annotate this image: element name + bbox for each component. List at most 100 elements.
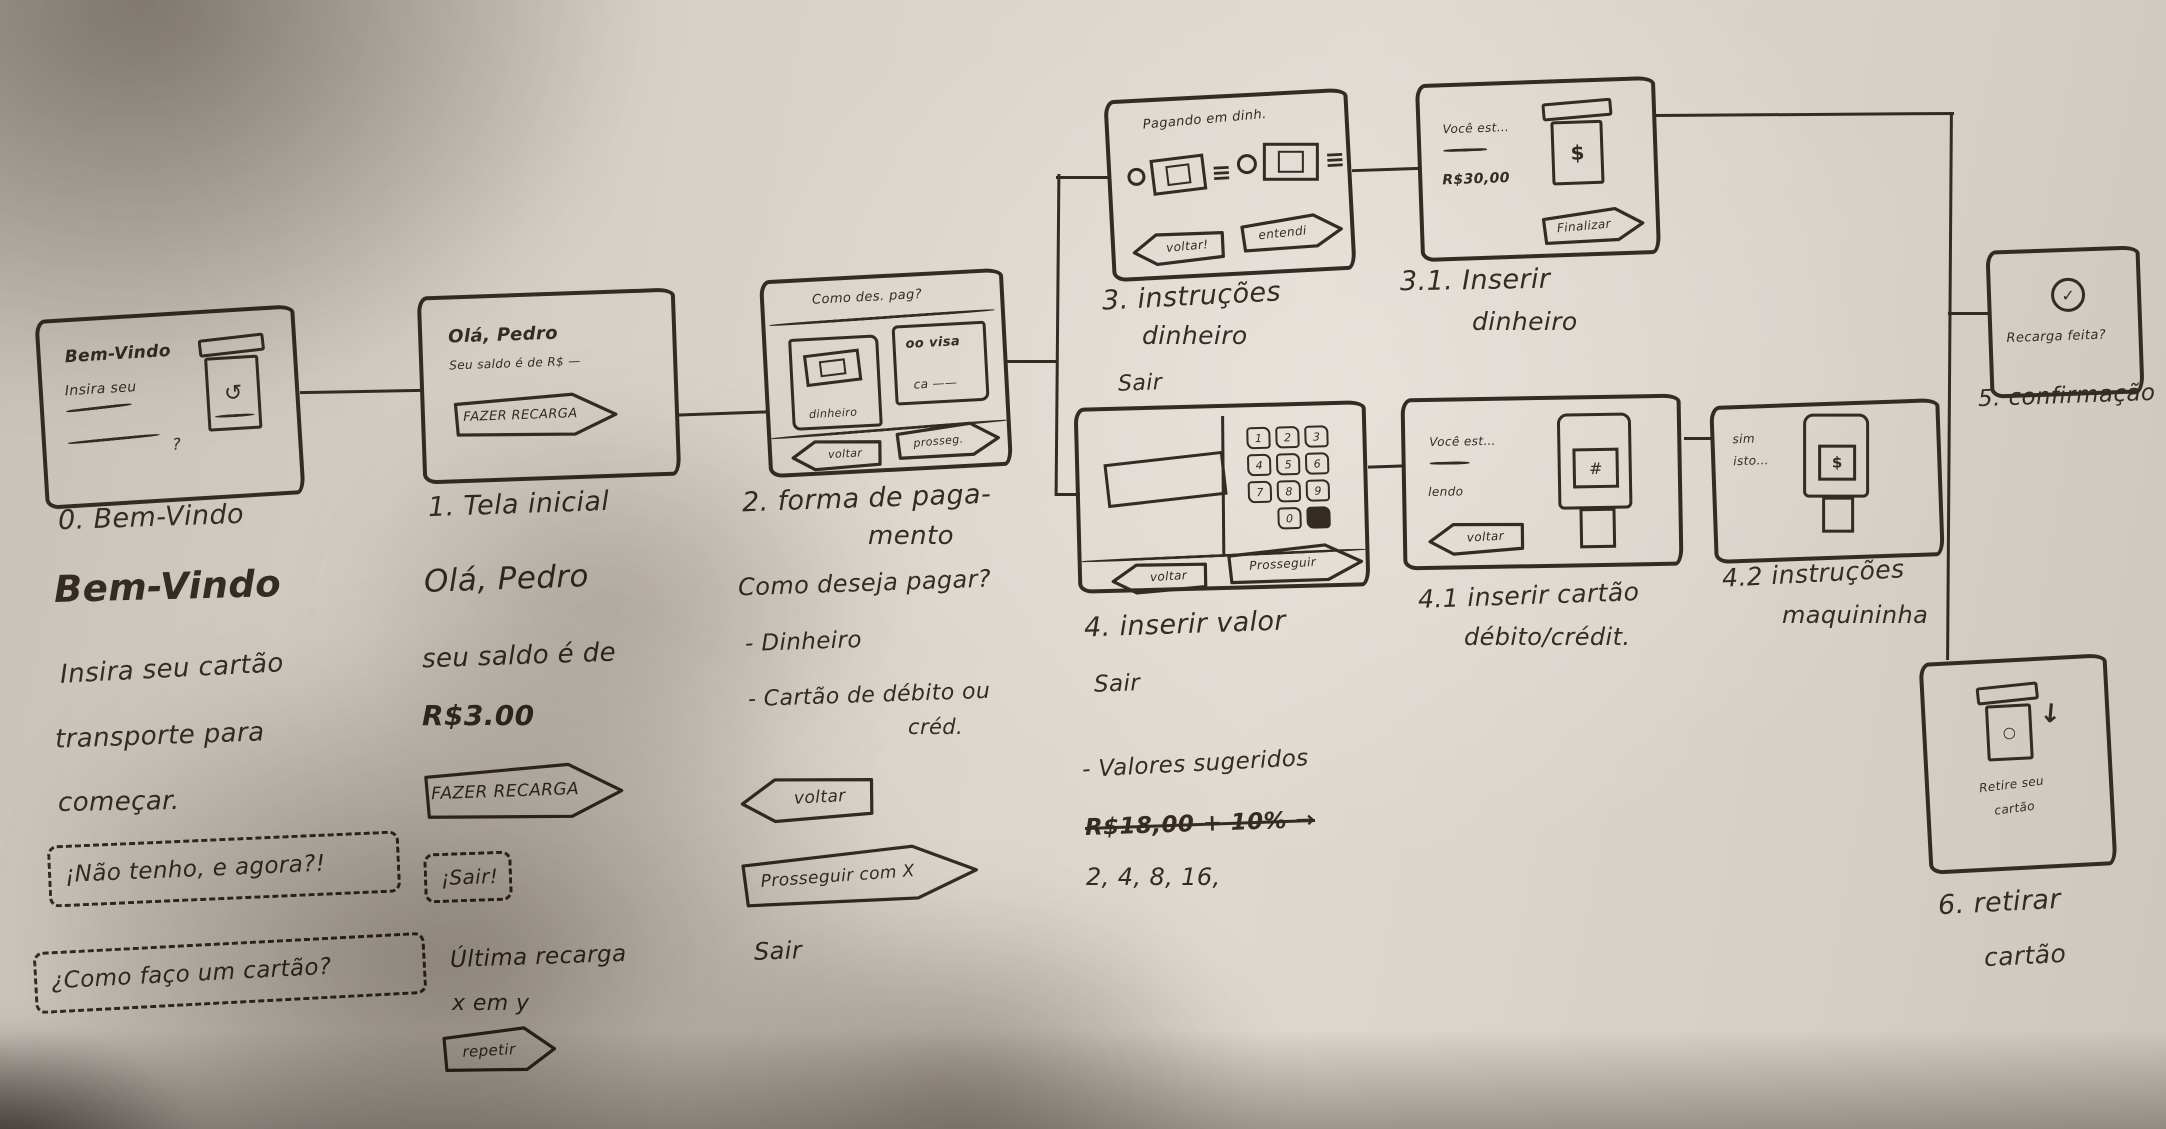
screen-0-question-mark: ? (171, 434, 182, 454)
arrow-button-shape (1130, 227, 1229, 269)
connector-2-junction (1006, 360, 1058, 363)
screen-1-home: Olá, Pedro Seu saldo é de R$ — FAZER REC… (416, 287, 682, 485)
caption-4: 4. inserir valor (1083, 605, 1287, 644)
cash-step-1-icon: ≡ (1126, 153, 1233, 196)
connector-junction-vertical (1054, 173, 1061, 497)
arrow-button-shape (439, 1023, 559, 1077)
caption-41-line2: débito/crédit. (1464, 623, 1631, 651)
card-machine-screen: $ (1818, 444, 1857, 481)
arrow-button-shape (1426, 519, 1528, 558)
caption-31-line1: 3.1. Inserir (1399, 263, 1551, 298)
screen-1-greeting: Olá, Pedro (447, 322, 559, 348)
screen-3-ok-button-label: entendi (1257, 223, 1308, 243)
note-1-recharge-button: FAZER RECARGA (417, 758, 629, 825)
screen-5-confirmation: ✓ Recarga feita? (1985, 245, 2145, 399)
card-machine-icon: $ (1803, 413, 1870, 533)
callout-no-card: ¡Não tenho, e agora?! (46, 830, 402, 908)
arrow-button-shape (1223, 540, 1367, 589)
keypad-key: 9 (1305, 479, 1331, 502)
screen-2-next-button: prosseg. (892, 418, 1003, 463)
screen-4-back-button: voltar (1109, 559, 1211, 597)
screen-4-back-button-label: voltar (1149, 568, 1188, 585)
check-glyph: ✓ (2061, 285, 2076, 305)
keypad-key: 4 (1246, 453, 1272, 477)
lines-icon: ≡ (1210, 157, 1233, 187)
note-4-struck-value: R$18,00 + 10% → (1084, 806, 1316, 842)
connector-1-2 (675, 410, 767, 417)
arrow-button-shape (789, 436, 885, 473)
callout-no-card-text: ¡Não tenho, e agora?! (64, 850, 326, 889)
note-0-line1: Insira seu cartão (59, 648, 285, 690)
screen-41-back-button-label: voltar (1466, 529, 1505, 545)
screen-2-back-button: voltar (789, 436, 885, 473)
note-4-exit: Sair (1093, 670, 1141, 698)
note-1-balance: seu saldo é de (421, 637, 617, 675)
keypad-key-blank (1248, 508, 1273, 531)
card-reader-icon: ↺ (197, 332, 270, 432)
amount-input-field (1103, 450, 1228, 509)
connector-vertical-5 (1948, 312, 1990, 315)
screen-41-insert-card: Você est… lendo # voltar (1400, 393, 1684, 571)
connector-0-1 (299, 388, 423, 395)
caption-42-line2: maquininha (1782, 601, 1929, 629)
arrow-button-shape (1109, 559, 1211, 597)
screen-31-finish-button-label: Finalizar (1556, 216, 1612, 236)
screen-6-text1: Retire seu (1978, 773, 2045, 796)
screen-41-text2: lendo (1428, 484, 1464, 499)
screen-3-ok-button: entendi (1237, 209, 1346, 256)
caption-0: 0. Bem-Vindo (57, 498, 245, 537)
callout-exit-1: ¡Sair! (423, 850, 513, 904)
keypad-key: 0 (1277, 506, 1302, 530)
screen-0-welcome: Bem-Vindo Insira seu ? ↺ (34, 304, 306, 510)
card-in-machine (1822, 496, 1855, 533)
callout-how-make-card: ¿Como faço um cartão? (32, 931, 428, 1015)
screen-2-next-button-label: prosseg. (912, 432, 964, 450)
dollar-symbol: $ (1831, 453, 1843, 472)
note-2-question: Como deseja pagar? (737, 564, 992, 602)
photo-shadow-bottom-left-corner (0, 1020, 210, 1129)
connector-right-vertical (1946, 111, 1953, 661)
screen-1-recharge-button: FAZER RECARGA (448, 390, 622, 442)
screen-42-text1: sim (1732, 431, 1756, 447)
cash-icon (802, 348, 863, 388)
screen-4-next-button-label: Prosseguir (1248, 555, 1317, 574)
arrow-button-shape (892, 418, 1003, 463)
screen-42-machine-instructions: sim isto… $ (1709, 398, 1945, 564)
keypad-key: 1 (1246, 426, 1271, 450)
note-1-recharge-button-label: FAZER RECARGA (430, 779, 580, 805)
screen-4-enter-amount: 1 2 3 4 5 6 7 8 9 0 voltar Prosseguir (1073, 400, 1371, 597)
screen-2-back-button-label: voltar (827, 446, 863, 461)
screen-1-balance: Seu saldo é de R$ — (448, 353, 581, 373)
arrow-button-shape (417, 758, 629, 825)
screen-42-text2: isto… (1733, 453, 1770, 469)
photo-shadow-bottom-edge (0, 1030, 2166, 1129)
connector-31-right (1655, 111, 1955, 118)
screen-1-recharge-button-label: FAZER RECARGA (462, 405, 578, 425)
caption-3-line2: dinheiro (1142, 321, 1248, 350)
keypad-key-confirm (1306, 506, 1331, 529)
caption-3-line1: 3. instruções (1101, 276, 1282, 317)
note-0-title: Bem-Vindo (53, 562, 282, 611)
dollar-symbol: $ (1570, 140, 1585, 165)
screen-3-back-button: voltar! (1130, 227, 1229, 269)
note-2-next-button: Prosseguir com X (732, 837, 986, 914)
note-1-greeting: Olá, Pedro (423, 558, 590, 600)
screen-2-title: Como des. pag? (811, 287, 923, 308)
connector-41-42 (1684, 437, 1714, 440)
coin-icon (1126, 167, 1146, 187)
ejected-card: ○ (1984, 703, 2034, 762)
note-4-values: 2, 4, 8, 16, (1086, 863, 1221, 891)
note-0-line2: transporte para (54, 717, 265, 755)
bill-icon (1149, 153, 1208, 196)
keypad-key: 2 (1275, 425, 1300, 449)
caption-6-line2: cartão (1983, 938, 2067, 973)
screen-0-title: Bem-Vindo (64, 340, 172, 368)
note-2-back-button-label: voltar (793, 786, 847, 810)
caption-5: 5. confirmação (1977, 379, 2156, 413)
screen-2-payment-method: Como des. pag? dinheiro oo visa ca —— vo… (758, 267, 1014, 479)
keypad-key: 7 (1247, 480, 1273, 504)
payment-option-card-label: ca —— (913, 374, 958, 392)
card-machine-icon: # (1556, 412, 1633, 549)
check-icon: ✓ (2050, 277, 2086, 313)
